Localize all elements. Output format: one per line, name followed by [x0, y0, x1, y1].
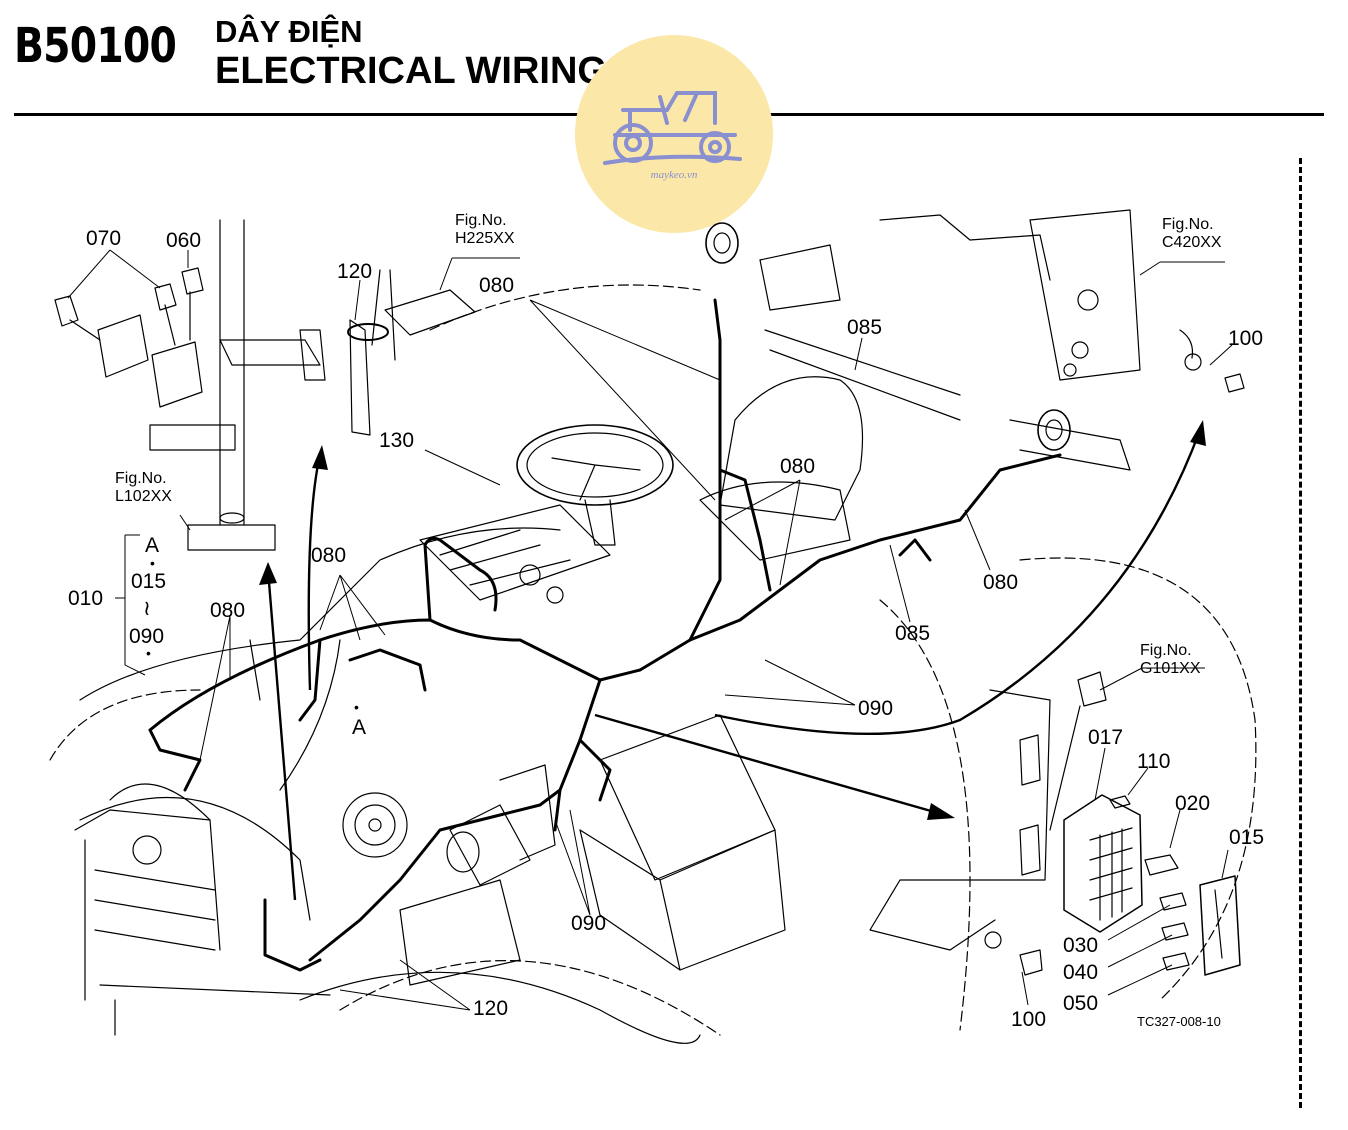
section-code: B50100: [14, 18, 177, 74]
part-label-010[interactable]: 010: [68, 587, 104, 610]
figure-ref-code: H225XX: [455, 230, 515, 248]
callout-dot: •: [354, 699, 359, 715]
range-to[interactable]: 090: [129, 625, 165, 648]
range-tilde: ≀: [143, 597, 151, 620]
figure-ref-label: Fig.No.: [115, 470, 167, 487]
part-label-120[interactable]: 120: [473, 997, 509, 1020]
callout-a[interactable]: A: [352, 716, 367, 739]
figure-ref-label: Fig.No.: [1140, 642, 1192, 659]
tractor-icon: maykeo.vn: [603, 91, 742, 181]
part-label-070[interactable]: 070: [86, 227, 122, 250]
part-label-090[interactable]: 090: [571, 912, 607, 935]
figure-ref-code: C420XX: [1162, 234, 1222, 252]
part-label-110[interactable]: 110: [1137, 750, 1171, 773]
part-label-050[interactable]: 050: [1063, 992, 1099, 1015]
figure-ref-code: L102XX: [115, 488, 172, 506]
page-edge-dashed-line: [1299, 158, 1302, 1108]
part-label-090[interactable]: 090: [858, 697, 894, 720]
drawing-code: TC327-008-10: [1137, 1014, 1221, 1029]
part-label-080[interactable]: 080: [983, 571, 1019, 594]
watermark-text: maykeo.vn: [651, 169, 698, 181]
range-dot: •: [150, 555, 155, 571]
range-group-letter: A: [145, 534, 160, 557]
part-label-120[interactable]: 120: [337, 260, 373, 283]
part-label-080[interactable]: 080: [780, 455, 816, 478]
figure-ref-c420[interactable]: Fig.No. C420XX: [1162, 216, 1222, 253]
part-label-100[interactable]: 100: [1011, 1008, 1047, 1031]
part-label-080[interactable]: 080: [311, 544, 347, 567]
part-label-080[interactable]: 080: [479, 274, 515, 297]
figure-ref-g101[interactable]: Fig.No. G101XX: [1140, 642, 1200, 679]
part-label-030[interactable]: 030: [1063, 934, 1099, 957]
title-english: ELECTRICAL WIRING: [215, 50, 607, 92]
range-dot: •: [146, 645, 151, 661]
watermark-logo: maykeo.vn: [575, 35, 773, 233]
part-label-040[interactable]: 040: [1063, 961, 1099, 984]
figure-ref-label: Fig.No.: [455, 212, 507, 229]
part-label-085[interactable]: 085: [895, 622, 931, 645]
figure-ref-code: G101XX: [1140, 660, 1201, 678]
part-label-085[interactable]: 085: [847, 316, 883, 339]
part-label-017[interactable]: 017: [1088, 726, 1124, 749]
part-label-080[interactable]: 080: [210, 599, 246, 622]
figure-ref-label: Fig.No.: [1162, 216, 1214, 233]
part-label-020[interactable]: 020: [1175, 792, 1211, 815]
part-label-015[interactable]: 015: [1229, 826, 1265, 849]
part-label-100[interactable]: 100: [1228, 327, 1264, 350]
figure-ref-h225[interactable]: Fig.No. H225XX: [455, 212, 515, 249]
part-label-060[interactable]: 060: [166, 229, 202, 252]
range-from[interactable]: 015: [131, 570, 167, 593]
title-vietnamese: DÂY ĐIỆN: [215, 14, 363, 49]
part-label-130[interactable]: 130: [379, 429, 415, 452]
figure-ref-l102[interactable]: Fig.No. L102XX: [115, 470, 172, 507]
